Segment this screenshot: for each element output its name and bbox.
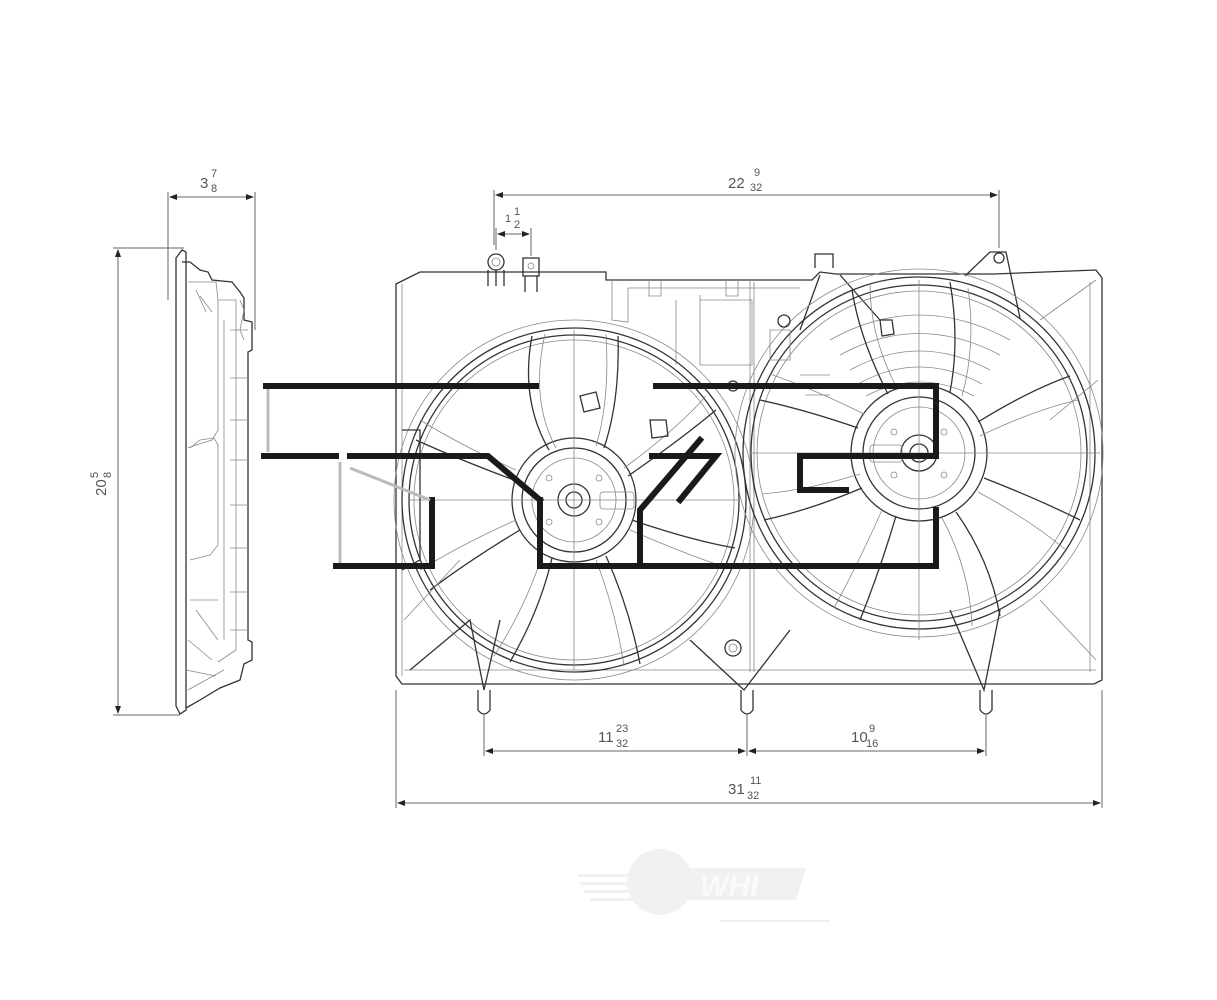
svg-text:WHI: WHI [700, 870, 759, 903]
svg-text:11: 11 [598, 729, 614, 746]
depth-dimension-label: 3 7 8 [200, 168, 217, 195]
svg-text:2: 2 [514, 219, 520, 231]
mount-right-span-dimension-label: 10 9 16 [851, 723, 878, 750]
svg-text:9: 9 [754, 167, 760, 179]
svg-text:8: 8 [211, 183, 217, 195]
right-fan [734, 268, 1104, 640]
front-view [393, 190, 1104, 808]
mount-feet [477, 690, 993, 715]
svg-text:1: 1 [505, 213, 511, 225]
svg-text:23: 23 [616, 723, 628, 735]
svg-text:9: 9 [869, 723, 875, 735]
connector-left [487, 253, 505, 286]
connector-gap-dimension-label: 1 1 2 [505, 206, 520, 231]
svg-text:5: 5 [89, 472, 101, 478]
svg-text:16: 16 [866, 738, 878, 750]
height-dimension-label: 20 5 8 [89, 472, 114, 496]
svg-text:22: 22 [728, 175, 745, 192]
overall-width-dimension-label: 31 11 32 [728, 775, 761, 802]
svg-text:31: 31 [728, 781, 745, 798]
connector-right [522, 257, 540, 292]
mount-left-span-dimension-label: 11 23 32 [598, 723, 628, 750]
svg-text:20: 20 [93, 479, 110, 496]
svg-text:32: 32 [750, 182, 762, 194]
svg-text:7: 7 [211, 168, 217, 180]
svg-text:32: 32 [747, 790, 759, 802]
svg-text:11: 11 [750, 775, 761, 787]
svg-text:32: 32 [616, 738, 628, 750]
svg-text:3: 3 [200, 175, 208, 192]
svg-text:10: 10 [851, 729, 868, 746]
side-view [113, 192, 256, 716]
svg-text:1: 1 [514, 206, 520, 218]
tyc-watermark [261, 383, 939, 569]
svg-text:8: 8 [102, 472, 114, 478]
left-fan [393, 319, 755, 681]
whi-watermark: WHI [578, 849, 830, 922]
top-span-dimension-label: 22 9 32 [728, 167, 762, 194]
